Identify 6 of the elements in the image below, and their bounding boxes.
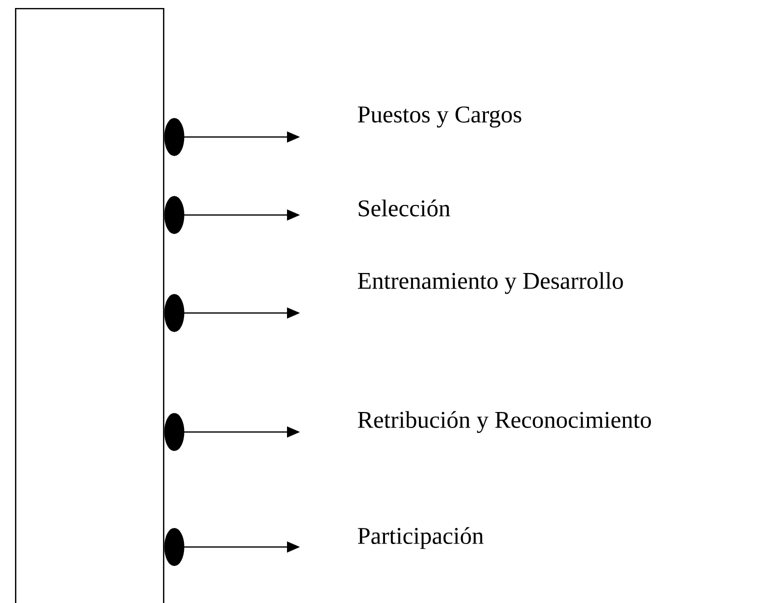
item-label: Selección xyxy=(358,200,450,216)
item-label: Participación xyxy=(358,527,484,549)
tall-box xyxy=(15,8,164,603)
item-label: Puestos y Cargos xyxy=(358,106,522,128)
item-label: Entrenamiento y Desarrollo xyxy=(358,272,623,294)
item-label: Retribución y Reconocimiento xyxy=(358,411,651,433)
